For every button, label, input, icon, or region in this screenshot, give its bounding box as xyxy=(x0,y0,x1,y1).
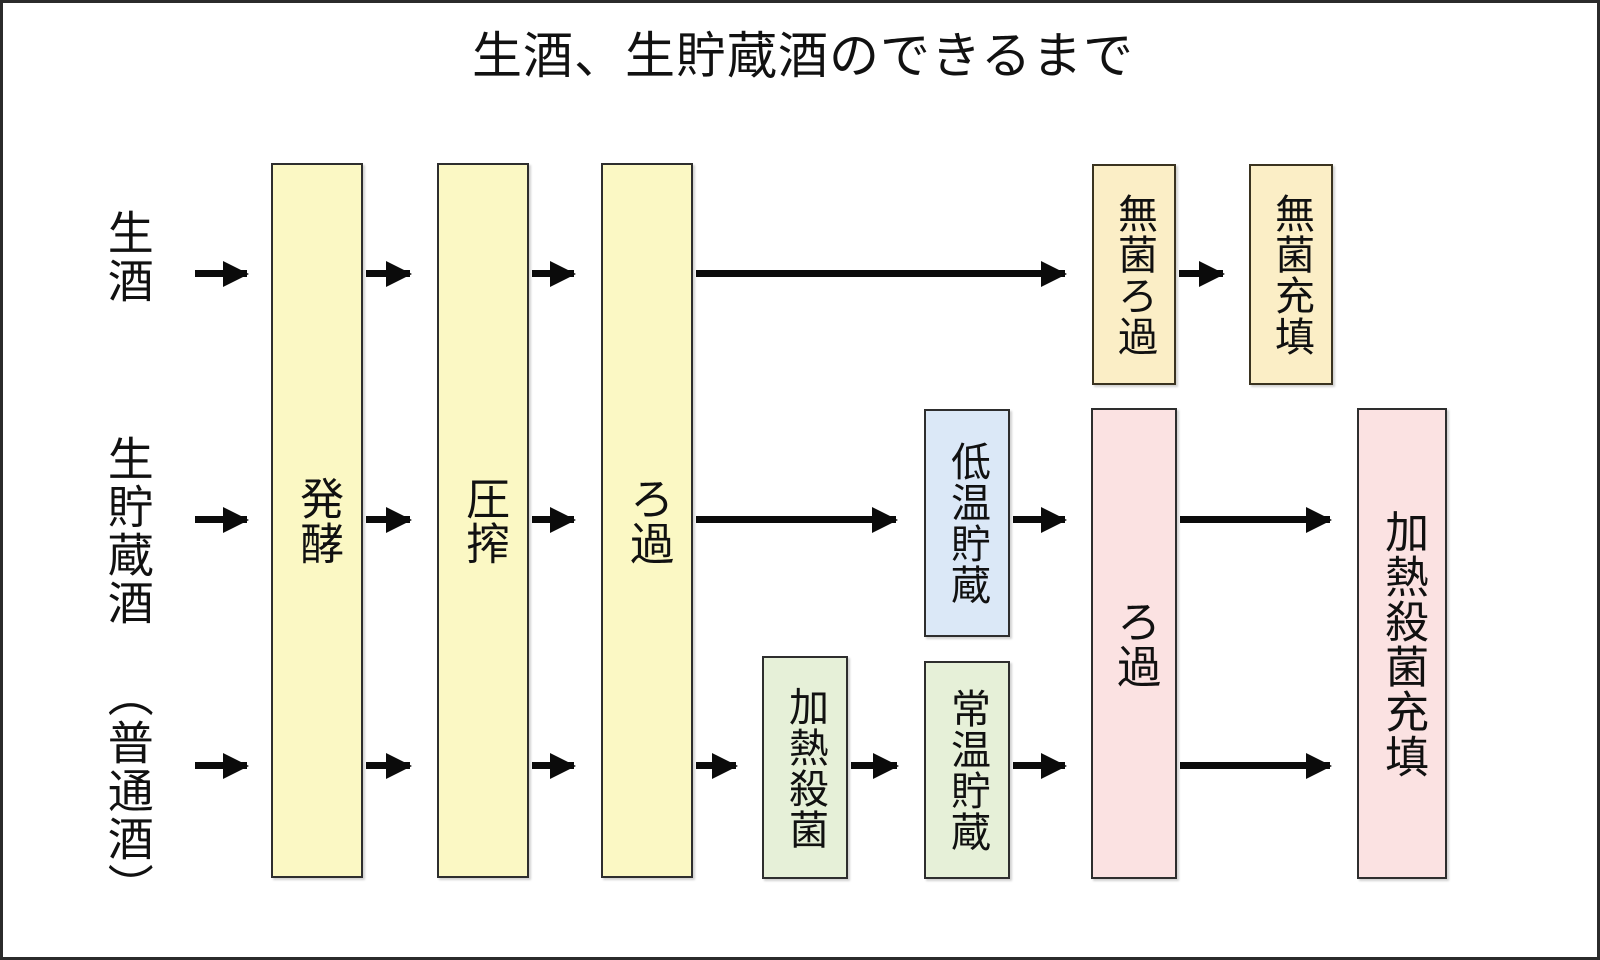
arrow-kanetsusakkin-to-joonchozo xyxy=(851,762,897,769)
arrow-label1-to-hakko xyxy=(195,270,247,277)
arrow-assaku-to-roka-r2 xyxy=(532,516,574,523)
arrow-hakko-to-assaku-r2 xyxy=(366,516,410,523)
process-box-teion-chozo-label: 低温貯蔵 xyxy=(945,441,989,605)
process-box-kanetsu-sakkin[interactable]: 加熱殺菌 xyxy=(762,656,848,879)
process-box-mukin-roka-label: 無菌ろ過 xyxy=(1112,192,1156,357)
arrow-teionchozo-to-roka2 xyxy=(1013,516,1065,523)
arrow-assaku-to-roka-r3 xyxy=(532,762,574,769)
row-label-namachozo: 生貯蔵酒 xyxy=(101,435,154,627)
row-label-namazake: 生酒 xyxy=(101,209,154,305)
arrow-roka-to-teionchozo xyxy=(696,516,896,523)
arrow-roka2-to-kanetsujuten-r3 xyxy=(1180,762,1330,769)
arrow-hakko-to-assaku-r3 xyxy=(366,762,410,769)
process-box-roka-2[interactable]: ろ過 xyxy=(1091,408,1177,879)
process-box-hakko-label: 発酵 xyxy=(293,475,343,566)
arrow-joonchozo-to-roka2 xyxy=(1013,762,1065,769)
arrow-mukinroka-to-mukinjuten xyxy=(1179,270,1223,277)
process-box-assaku[interactable]: 圧搾 xyxy=(437,163,529,878)
process-box-hakko[interactable]: 発酵 xyxy=(271,163,363,878)
process-box-mukin-roka[interactable]: 無菌ろ過 xyxy=(1092,164,1176,385)
process-box-kanetsu-sakkin-label: 加熱殺菌 xyxy=(783,685,827,850)
process-box-roka-1[interactable]: ろ過 xyxy=(601,163,693,878)
process-box-kanetsu-sakkin-juten-label: 加熱殺菌充填 xyxy=(1378,508,1428,779)
page-title: 生酒、生貯蔵酒のできるまで xyxy=(472,28,1134,84)
process-box-joon-chozo-label: 常温貯蔵 xyxy=(945,688,989,852)
arrow-assaku-to-roka-r1 xyxy=(532,270,574,277)
process-box-roka-1-label: ろ過 xyxy=(623,475,673,566)
arrow-label2-to-hakko xyxy=(195,516,247,523)
row-label-futsushu: （普通酒） xyxy=(101,671,154,911)
process-box-kanetsu-sakkin-juten[interactable]: 加熱殺菌充填 xyxy=(1357,408,1447,879)
process-box-teion-chozo[interactable]: 低温貯蔵 xyxy=(924,409,1010,637)
process-box-mukin-juten-label: 無菌充填 xyxy=(1269,192,1313,357)
arrow-label3-to-hakko xyxy=(195,762,247,769)
arrow-roka-to-mukinroka xyxy=(696,270,1065,277)
process-box-joon-chozo[interactable]: 常温貯蔵 xyxy=(924,661,1010,879)
process-box-assaku-label: 圧搾 xyxy=(459,475,509,566)
arrow-hakko-to-assaku-r1 xyxy=(366,270,410,277)
arrow-roka-to-kanetsusakkin xyxy=(696,762,736,769)
process-box-mukin-juten[interactable]: 無菌充填 xyxy=(1249,164,1333,385)
arrow-roka2-to-kanetsujuten-r2 xyxy=(1180,516,1330,523)
process-box-roka-2-label: ろ過 xyxy=(1110,598,1160,689)
